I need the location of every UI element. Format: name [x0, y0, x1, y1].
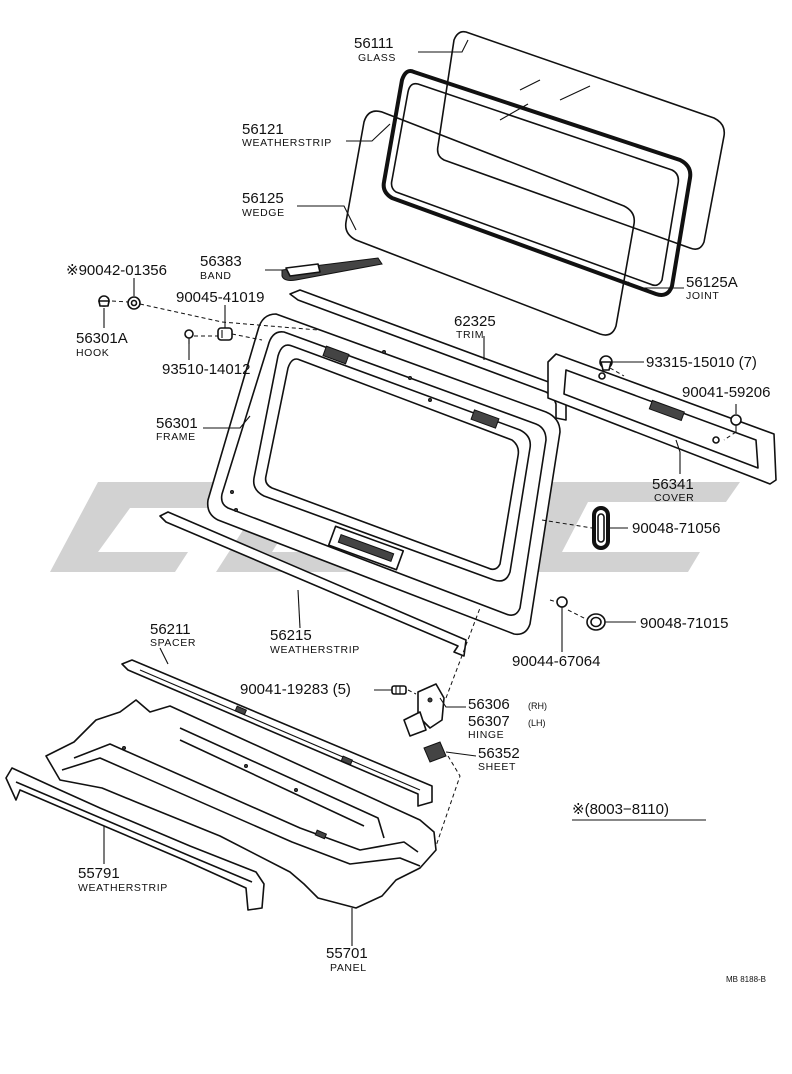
- hook-bolt-part: [98, 295, 110, 307]
- part-number-90044-67064: 90044-67064: [512, 653, 600, 670]
- assembly-dashed-lines: [111, 300, 737, 847]
- frame-part: [206, 313, 561, 636]
- part-number-56111: 56111: [354, 35, 394, 52]
- part-number-90045-41019: 90045-41019: [176, 289, 264, 306]
- glass-weatherstrip-part: [381, 69, 693, 297]
- part-number-90041-59206: 90041-59206: [682, 384, 770, 401]
- wedge-part: [344, 110, 636, 336]
- part-number-90041-19283: 90041-19283 (5): [240, 681, 351, 698]
- bolt-90041-19283-part: [391, 685, 407, 695]
- part-number-56383: 56383: [200, 253, 242, 270]
- part-number-93315-15010: 93315-15010 (7): [646, 354, 757, 371]
- part-number-56352: 56352: [478, 745, 520, 762]
- part-number-90042-01356: ※90042-01356: [66, 262, 167, 279]
- part-number-55701: 55701: [326, 945, 368, 962]
- part-number-56125A: 56125A: [686, 274, 738, 291]
- part-name-weatherstrip-panel: WEATHERSTRIP: [78, 882, 168, 894]
- part-name-hook: HOOK: [76, 347, 109, 359]
- part-number-62325: 62325: [454, 313, 496, 330]
- part-number-56301A: 56301A: [76, 330, 128, 347]
- part-name-glass: GLASS: [358, 52, 396, 64]
- part-number-55791: 55791: [78, 865, 120, 882]
- part-number-56301: 56301: [156, 415, 198, 432]
- part-name-trim: TRIM: [456, 329, 484, 341]
- grommet-90048-71056-part: [592, 506, 610, 550]
- part-name-wedge: WEDGE: [242, 207, 285, 219]
- part-name-frame: FRAME: [156, 431, 196, 443]
- date-range-note: ※(8003−8110): [572, 801, 669, 818]
- clip-90045-part: [217, 327, 233, 341]
- panel-part: [45, 699, 437, 909]
- clip-90041-59206-part: [730, 414, 742, 432]
- part-number-56307: 56307: [468, 713, 510, 730]
- figure-code: MB 8188-B: [726, 975, 766, 984]
- screw-93315-part: [599, 355, 613, 371]
- part-labels: 56111 GLASS 56121 WEATHERSTRIP 56125 WED…: [66, 35, 770, 984]
- part-number-56125: 56125: [242, 190, 284, 207]
- cover-part: [547, 353, 777, 485]
- part-name-panel: PANEL: [330, 962, 367, 974]
- part-name-cover: COVER: [654, 492, 694, 504]
- sheet-56352-part: [423, 741, 447, 763]
- leader-lines: [103, 39, 737, 946]
- part-side-rh: (RH): [528, 701, 547, 711]
- part-name-weatherstrip-glass: WEATHERSTRIP: [242, 137, 332, 149]
- cap-90048-71015-part: [586, 613, 606, 631]
- part-name-joint: JOINT: [686, 290, 719, 302]
- hinge-part: [403, 683, 445, 737]
- screw-90044-67064-part: [556, 596, 568, 616]
- part-number-90048-71056: 90048-71056: [632, 520, 720, 537]
- part-name-sheet: SHEET: [478, 761, 516, 773]
- glass-part: [436, 30, 726, 250]
- part-side-lh: (LH): [528, 718, 546, 728]
- part-number-90048-71015: 90048-71015: [640, 615, 728, 632]
- part-number-56215: 56215: [270, 627, 312, 644]
- part-name-weatherstrip-frame: WEATHERSTRIP: [270, 644, 360, 656]
- band-part: [281, 257, 383, 281]
- part-number-56121: 56121: [242, 121, 284, 138]
- frame-weatherstrip-part: [159, 511, 467, 657]
- spacer-part: [121, 659, 433, 807]
- part-name-spacer: SPACER: [150, 637, 196, 649]
- part-name-hinge: HINGE: [468, 729, 504, 741]
- part-number-56211: 56211: [150, 621, 191, 638]
- part-number-56341: 56341: [652, 476, 694, 493]
- part-number-93510-14012: 93510-14012: [162, 361, 250, 378]
- part-number-56306: 56306: [468, 696, 510, 713]
- part-name-band: BAND: [200, 270, 232, 282]
- nut-part: [127, 296, 141, 310]
- panel-weatherstrip-part: [5, 767, 265, 911]
